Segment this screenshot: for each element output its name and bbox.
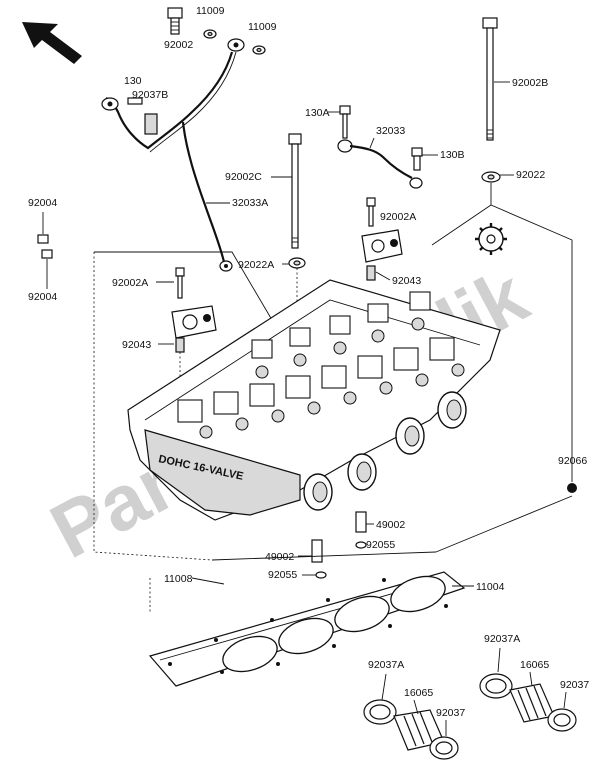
label-130a: 130A [305, 107, 330, 119]
label-92002a-left: 92002A [112, 277, 148, 289]
dowel-pins [37, 234, 53, 259]
fitting-49002-a [355, 511, 367, 549]
label-32033a: 32033A [232, 197, 268, 209]
fitting-49002-b [311, 539, 327, 579]
label-92037b: 92037B [132, 89, 168, 101]
label-92055-a: 92055 [366, 539, 395, 551]
label-92022: 92022 [516, 169, 545, 181]
label-92037-left: 92037 [436, 707, 465, 719]
label-92037a-right: 92037A [484, 633, 520, 645]
label-32033: 32033 [376, 125, 405, 137]
plug-92066 [567, 483, 577, 493]
label-92002: 92002 [164, 39, 193, 51]
label-11008: 11008 [164, 573, 193, 585]
cylinder-head: DOHC 16-VALVE [127, 279, 501, 521]
cam-cap-left [171, 267, 217, 353]
label-92002a-top: 92002A [380, 211, 416, 223]
front-arrow-icon [22, 22, 82, 64]
gear-icon [475, 223, 507, 255]
head-bolt-long [481, 17, 501, 183]
oil-pipe-short [337, 105, 423, 189]
label-130: 130 [124, 75, 142, 87]
label-11004: 11004 [476, 581, 505, 593]
label-92043-b: 92043 [392, 275, 421, 287]
label-92055-b: 92055 [268, 569, 297, 581]
intake-holder-left [363, 699, 459, 760]
label-92037a-left: 92037A [368, 659, 404, 671]
head-bolt-c [288, 133, 306, 269]
oil-pipe-assembly [101, 7, 266, 272]
label-92004-b: 92004 [28, 291, 57, 303]
label-16065-right: 16065 [520, 659, 549, 671]
label-49002-b: 49002 [265, 551, 294, 563]
label-92066: 92066 [558, 455, 587, 467]
head-gasket [148, 571, 466, 687]
intake-holder-right [479, 673, 577, 732]
label-130b: 130B [440, 149, 465, 161]
label-16065-left: 16065 [404, 687, 433, 699]
label-92022a: 92022A [238, 259, 274, 271]
label-92004-a: 92004 [28, 197, 57, 209]
label-92043-a: 92043 [122, 339, 151, 351]
label-11009-b: 11009 [248, 21, 277, 33]
label-49002-a: 49002 [376, 519, 405, 531]
cam-cap-right [361, 197, 403, 281]
label-92002b: 92002B [512, 77, 548, 89]
label-92037-right: 92037 [560, 679, 589, 691]
label-92002c: 92002C [225, 171, 262, 183]
label-11009-a: 11009 [196, 5, 225, 17]
